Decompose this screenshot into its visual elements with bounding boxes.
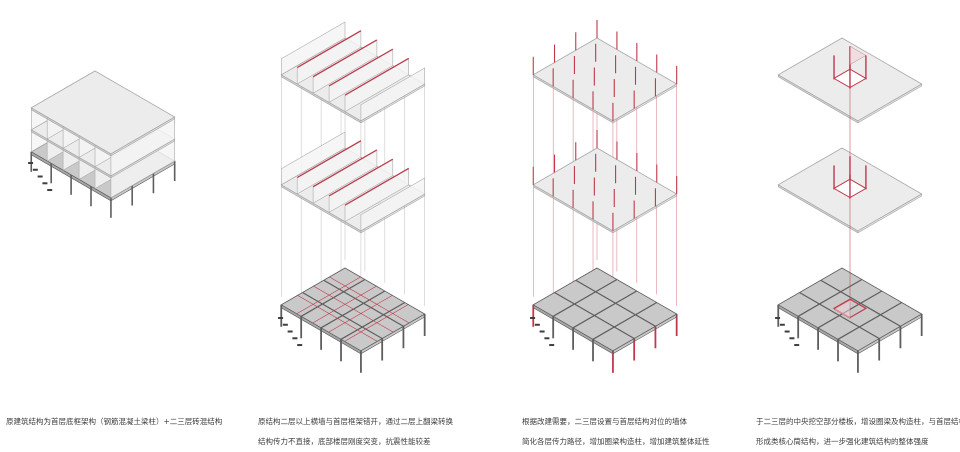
entrance-stair	[278, 317, 284, 319]
second-floor-wall	[296, 140, 362, 195]
second-floor-upturned-beam	[296, 140, 362, 179]
entrance-stair	[282, 323, 288, 326]
transfer-beam-dashed	[312, 285, 393, 333]
caption-frame-offset-problem: 原结构二层以上横墙与首层框架错开，通过二层上翻梁转换 结构传力不直接，底部楼层刚…	[258, 412, 453, 452]
caption-line: 原结构二层以上横墙与首层框架错开，通过二层上翻梁转换	[258, 417, 453, 426]
second-floor-upturned-beam	[312, 149, 378, 188]
frame-beam	[797, 278, 863, 317]
caption-line: 根据改建需要，二三层设置与首层结构对位的墙体	[522, 417, 687, 426]
frame-beam	[837, 301, 903, 340]
frame-beam	[799, 292, 880, 340]
second-floor-wall	[328, 159, 394, 213]
caption-line: 结构传力不直接，底部楼层刚度突变，抗震性能较差	[258, 437, 431, 446]
entrance-stair	[544, 337, 550, 340]
entrance-stair	[42, 182, 48, 185]
second-floor-wall	[312, 149, 378, 204]
frame-beam	[552, 278, 618, 317]
caption-line: 于二三层的中央挖空部分楼板，增设圈梁及构造柱，与首层结构对位	[756, 417, 960, 426]
entrance-stair	[775, 317, 781, 319]
second-floor-upturned-beam	[328, 158, 394, 197]
frame-beam	[302, 292, 383, 340]
entrance-stair	[292, 337, 298, 340]
transfer-beam-dashed	[328, 276, 409, 323]
frame-beam	[554, 292, 635, 340]
diagram-panel-central-core	[775, 37, 923, 373]
entrance-stair	[32, 168, 38, 171]
frame-beam	[820, 279, 901, 327]
frame-beam	[340, 301, 406, 340]
entrance-stair	[789, 337, 795, 340]
caption-added-walls-columns: 根据改建需要，二三层设置与首层结构对位的墙体 简化各层传力路径，增加圈梁构造柱，…	[522, 412, 710, 452]
frame-beam	[320, 290, 386, 329]
caption-original-structure: 原建筑结构为首层底框架构（钢筋混凝土梁柱）+二三层砖混结构	[6, 412, 222, 432]
third-floor-upturned-beam	[296, 30, 362, 69]
entrance-stair	[784, 330, 790, 333]
diagram-panel-frame-offset-problem	[278, 21, 426, 373]
structural-diagram	[28, 20, 923, 373]
caption-line: 简化各层传力路径，增加圈梁构造柱，增加建筑整体延性	[522, 437, 710, 446]
entrance-stair	[47, 189, 53, 192]
diagram-panel-added-walls-columns	[530, 20, 678, 373]
roof-slab-top	[30, 70, 176, 155]
third-floor-wall	[312, 39, 378, 94]
third-floor-wall	[280, 21, 346, 76]
caption-central-core: 于二三层的中央挖空部分楼板，增设圈梁及构造柱，与首层结构对位 形成类核心筒结构，…	[756, 412, 960, 452]
second-floor-wall	[360, 177, 426, 232]
frame-beam	[575, 279, 656, 327]
entrance-stair	[539, 330, 545, 333]
transfer-beam-dashed	[297, 294, 378, 342]
caption-line: 形成类核心筒结构，进一步强化建筑结构的整体强度	[756, 437, 929, 446]
second-floor-wall	[344, 168, 410, 223]
third-floor-wall	[344, 58, 410, 113]
caption-line: 原建筑结构为首层底框架构（钢筋混凝土梁柱）+二三层砖混结构	[6, 417, 223, 426]
frame-beam	[323, 279, 404, 327]
entrance-stair	[287, 330, 293, 333]
entrance-stair	[534, 323, 540, 326]
third-floor-wall	[296, 30, 362, 85]
third-floor-wall	[360, 67, 426, 122]
frame-beam	[572, 290, 638, 329]
entrance-stair	[28, 162, 34, 164]
entrance-stair	[37, 175, 43, 178]
second-floor-upturned-beam	[344, 167, 410, 206]
entrance-stair	[549, 344, 555, 347]
second-floor-wall	[280, 131, 346, 186]
entrance-stair	[297, 344, 303, 347]
frame-beam	[592, 301, 658, 340]
third-floor-upturned-beam	[344, 57, 410, 96]
entrance-stair	[779, 323, 785, 326]
core-tube-shaft	[833, 45, 867, 320]
third-floor-wall	[328, 49, 394, 103]
diagram-panel-original-structure	[28, 70, 176, 218]
third-floor-upturned-beam	[312, 39, 378, 78]
entrance-stair	[794, 344, 800, 347]
frame-beam	[300, 278, 366, 317]
entrance-stair	[530, 317, 536, 319]
third-floor-upturned-beam	[328, 48, 394, 87]
